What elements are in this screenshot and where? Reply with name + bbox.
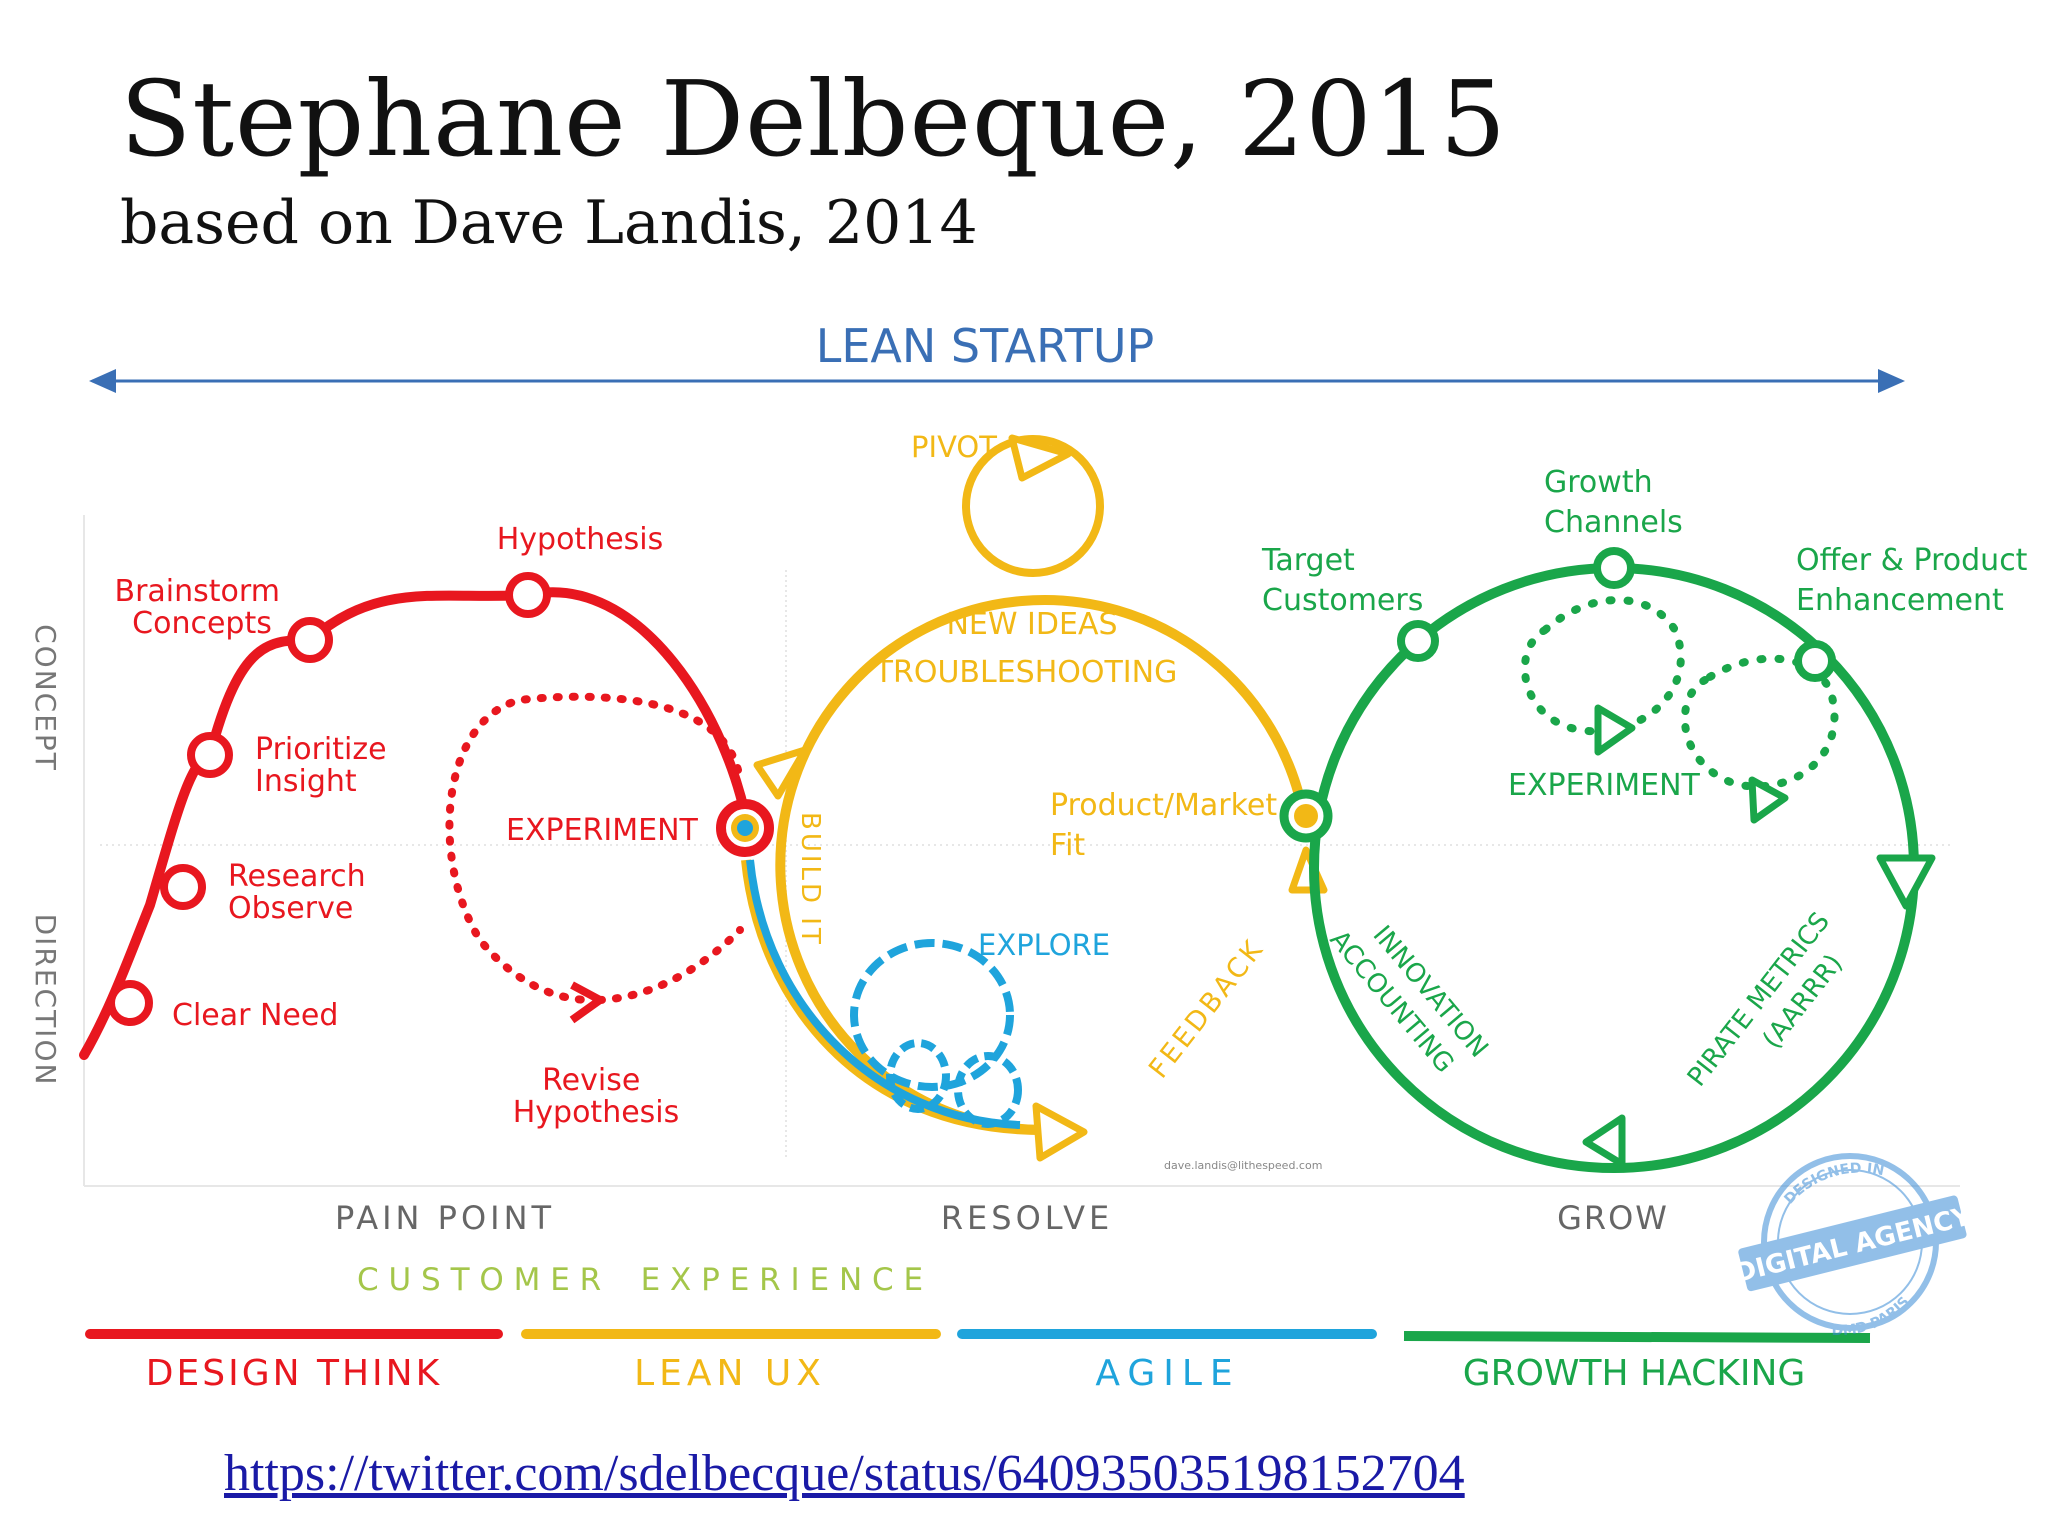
slide-title: Stephane Delbeque, 2015 <box>120 58 1507 180</box>
label-product-market-fit: Product/Market Fit <box>1050 788 1287 863</box>
slide-subtitle: based on Dave Landis, 2014 <box>120 188 978 258</box>
label-troubleshooting: TROUBLESHOOTING <box>874 655 1178 690</box>
stamp-bottom: DMD PARIS <box>1831 1294 1912 1339</box>
label-experiment-green: EXPERIMENT <box>1508 768 1701 803</box>
customer-experience-label: C U S T O M E R E X P E R I E N C E <box>357 1262 923 1298</box>
phase-grow: GROW <box>1557 1199 1669 1237</box>
bar-growth-hacking <box>1403 1331 1871 1343</box>
node-offer-enhancement <box>1794 640 1836 682</box>
phase-resolve: RESOLVE <box>941 1199 1113 1237</box>
tweet-link[interactable]: https://twitter.com/sdelbecque/status/64… <box>224 1445 1465 1502</box>
digital-agency-stamp: DIGITAL AGENCY DESIGNED IN DMD PARIS <box>1732 1153 1975 1339</box>
label-research: Research Observe <box>228 859 375 926</box>
label-growth-channels: Growth Channels <box>1544 465 1683 540</box>
methodology-bars <box>85 1329 1871 1343</box>
label-brainstorm: Brainstorm Concepts <box>115 574 290 641</box>
label-prioritize: Prioritize Insight <box>255 732 396 799</box>
lean-agile-junction <box>716 799 774 857</box>
lean-startup-label: LEAN STARTUP <box>816 319 1155 373</box>
label-clear-need: Clear Need <box>172 998 338 1033</box>
diagram-frame <box>83 515 1960 1187</box>
node-growth-channels <box>1593 547 1635 589</box>
yellow-green-junction <box>1279 789 1333 843</box>
concept-axis-label: CONCEPT <box>29 624 62 772</box>
svg-text:DESIGNED IN: DESIGNED IN <box>1781 1160 1885 1207</box>
label-explore: EXPLORE <box>978 928 1110 962</box>
label-pirate-metrics: PIRATE METRICS (AARRR) <box>1682 900 1870 1114</box>
label-design-think: DESIGN THINK <box>146 1353 442 1394</box>
label-agile: AGILE <box>1095 1353 1240 1394</box>
label-offer-enhancement: Offer & Product Enhancement <box>1796 543 2037 618</box>
label-pivot: PIVOT <box>911 430 997 464</box>
label-hypothesis: Hypothesis <box>497 522 664 557</box>
label-innovation-accounting: INNOVATION ACCOUNTING <box>1324 902 1499 1093</box>
label-growth-hacking: GROWTH HACKING <box>1463 1353 1806 1394</box>
label-experiment-red: EXPERIMENT <box>506 813 699 848</box>
label-new-ideas: NEW IDEAS <box>946 607 1117 642</box>
label-feedback: FEEDBACK <box>1143 933 1271 1084</box>
stamp-top: DESIGNED IN <box>1781 1160 1885 1207</box>
node-clear-need <box>107 980 153 1026</box>
node-hypothesis <box>505 572 551 618</box>
agile-explore <box>746 859 1022 1129</box>
label-lean-ux: LEAN UX <box>634 1353 826 1394</box>
label-target-customers: Target Customers <box>1261 543 1423 618</box>
direction-axis-label: DIRECTION <box>29 914 62 1087</box>
node-brainstorm <box>287 617 333 663</box>
credit-text: dave.landis@lithespeed.com <box>1164 1159 1322 1172</box>
label-revise: Revise Hypothesis <box>513 1063 680 1130</box>
growth-nodes <box>1397 547 1836 682</box>
node-research <box>160 864 206 910</box>
label-build-it: BUILD IT <box>795 812 825 947</box>
node-target-customers <box>1397 620 1439 662</box>
design-thinking-nodes <box>107 572 551 1026</box>
node-prioritize <box>187 732 233 778</box>
svg-text:DMD PARIS: DMD PARIS <box>1831 1294 1912 1339</box>
phase-pain-point: PAIN POINT <box>335 1199 555 1237</box>
pivot-loop <box>962 435 1104 577</box>
